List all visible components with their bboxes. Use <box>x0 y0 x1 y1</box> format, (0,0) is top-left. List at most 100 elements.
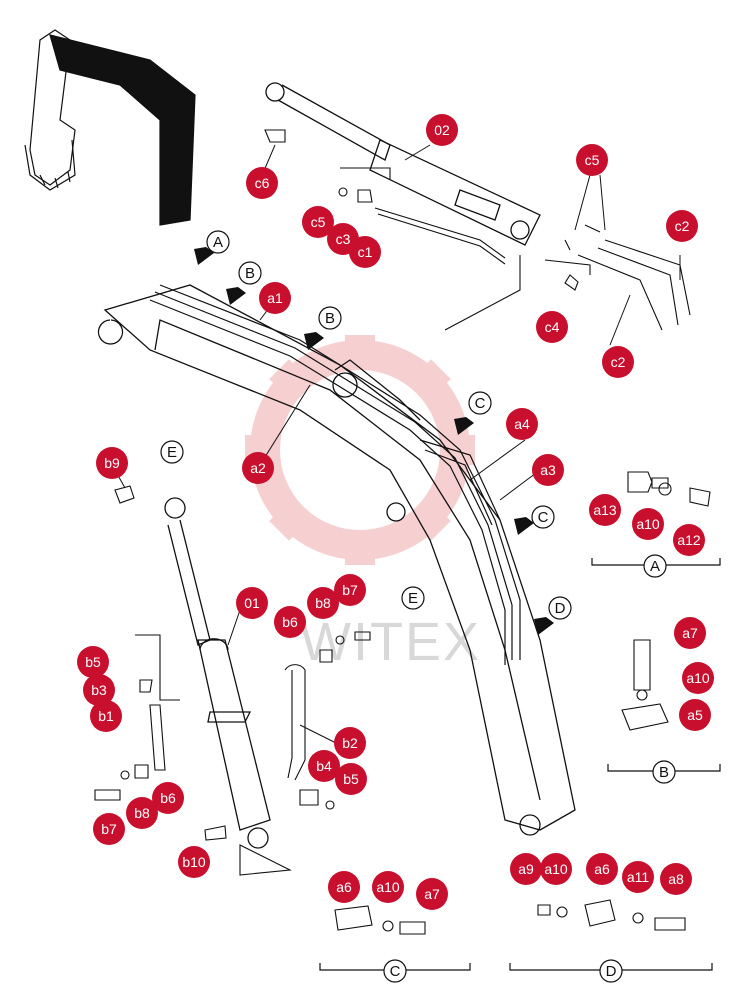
detail-view-b-parts <box>621 639 669 731</box>
view-marker-vE2: E <box>401 586 425 610</box>
callout-b9: b9 <box>96 447 128 479</box>
callout-a9: a9 <box>510 853 542 885</box>
callout-c2a: c2 <box>666 210 698 242</box>
callout-label: a1 <box>267 290 283 306</box>
callout-circle <box>632 508 664 540</box>
callout-a8: a8 <box>660 863 692 895</box>
callout-label: c5 <box>585 152 600 168</box>
callout-b10: b10 <box>178 846 210 878</box>
callout-circle <box>83 674 115 706</box>
callout-label: c2 <box>611 354 626 370</box>
callout-c6: c6 <box>246 167 278 199</box>
view-marker-vD1: D <box>534 596 572 635</box>
callout-circle <box>536 311 568 343</box>
callout-circle <box>586 853 618 885</box>
callout-c02: 02 <box>426 114 458 146</box>
callout-a7b: a7 <box>416 878 448 910</box>
callout-b5b: b5 <box>335 763 367 795</box>
callout-b2: b2 <box>334 727 366 759</box>
callout-a2: a2 <box>242 452 274 484</box>
callout-label: a7 <box>682 625 698 641</box>
detail-view-label-B: B <box>652 760 676 784</box>
callout-label: b9 <box>104 455 120 471</box>
callout-a10a: a10 <box>632 508 664 540</box>
callout-a10c: a10 <box>372 871 404 903</box>
callout-circle <box>660 863 692 895</box>
callout-label: b7 <box>101 821 117 837</box>
view-marker-letter: E <box>408 590 418 607</box>
callout-circle <box>372 871 404 903</box>
detail-view-c-parts <box>334 905 426 935</box>
callout-c1: c1 <box>349 236 381 268</box>
watermark-text: WITEX <box>300 612 481 672</box>
callout-circle <box>334 574 366 606</box>
arm-hoses <box>149 284 521 665</box>
callout-a4: a4 <box>506 408 538 440</box>
view-arrow-icon <box>194 247 214 265</box>
callout-label: b6 <box>160 790 176 806</box>
view-marker-circle <box>318 306 342 330</box>
callout-b1: b1 <box>90 700 122 732</box>
view-arrow-icon <box>454 417 474 435</box>
callout-b6b: b6 <box>152 782 184 814</box>
callout-b8b: b8 <box>126 797 158 829</box>
callout-label: b4 <box>316 758 332 774</box>
callout-circle <box>679 699 711 731</box>
callout-circle <box>334 727 366 759</box>
callout-circle <box>673 524 705 556</box>
callout-label: b1 <box>98 708 114 724</box>
view-arrow-icon <box>226 287 246 305</box>
callout-label: c1 <box>358 244 373 260</box>
callout-c2b: c2 <box>602 346 634 378</box>
callout-label: a10 <box>636 516 660 532</box>
callout-circle <box>77 646 109 678</box>
view-marker-circle <box>160 440 184 464</box>
arm-cylinder-02 <box>265 82 541 246</box>
callout-label: a11 <box>627 869 650 885</box>
callout-circle <box>510 853 542 885</box>
view-marker-vA1: A <box>194 230 230 265</box>
callout-label: a3 <box>540 462 556 478</box>
callout-label: b3 <box>91 682 107 698</box>
callout-label: a12 <box>677 532 701 548</box>
detail-view-circle <box>599 959 623 983</box>
callout-b3: b3 <box>83 674 115 706</box>
detail-view-letter: C <box>390 963 401 980</box>
callout-circle <box>90 700 122 732</box>
callout-a7a: a7 <box>674 617 706 649</box>
callout-circle <box>540 853 572 885</box>
callout-b5a: b5 <box>77 646 109 678</box>
callout-circle <box>674 617 706 649</box>
callout-circle <box>242 452 274 484</box>
view-marker-letter: C <box>475 395 486 412</box>
callout-a5: a5 <box>679 699 711 731</box>
callout-label: a6 <box>336 879 352 895</box>
callout-circle <box>602 346 634 378</box>
callout-c01: 01 <box>236 587 268 619</box>
callout-label: a9 <box>518 861 534 877</box>
view-marker-letter: E <box>167 444 177 461</box>
detail-view-a-parts <box>627 471 711 507</box>
callout-circle <box>259 282 291 314</box>
view-marker-letter: C <box>538 509 549 526</box>
view-marker-vE1: E <box>160 440 184 464</box>
callout-circle <box>274 606 306 638</box>
view-marker-circle <box>401 586 425 610</box>
callout-label: b8 <box>315 595 331 611</box>
boom-cylinder-fittings <box>94 485 371 876</box>
detail-view-letter: B <box>659 764 669 781</box>
callout-circle <box>308 750 340 782</box>
callout-label: b10 <box>182 854 206 870</box>
callout-label: a10 <box>376 879 400 895</box>
callout-circle <box>666 210 698 242</box>
callout-c4: c4 <box>536 311 568 343</box>
view-arrow-icon <box>534 617 554 635</box>
callout-c5b: c5 <box>302 206 334 238</box>
callout-label: a10 <box>686 670 710 686</box>
excavator-thumbnail <box>24 29 196 226</box>
callout-a6b: a6 <box>586 853 618 885</box>
